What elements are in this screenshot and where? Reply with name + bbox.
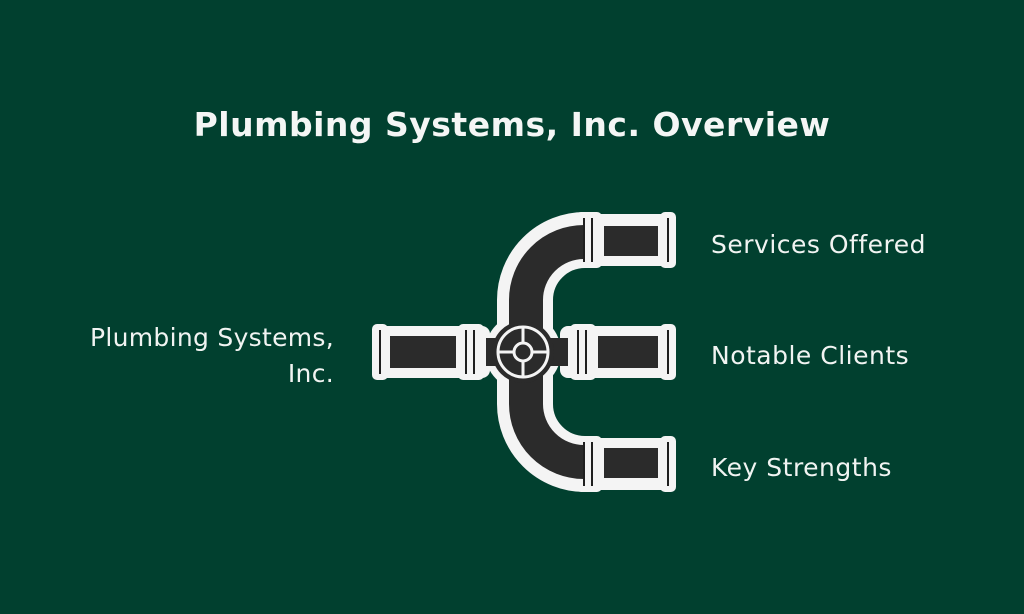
pipe-couplings — [379, 218, 669, 486]
root-label-line-1: Plumbing Systems, — [90, 323, 334, 352]
branch-label-key-strengths: Key Strengths — [711, 453, 892, 482]
branch-label-services-offered: Services Offered — [711, 230, 927, 259]
branch-label-notable-clients: Notable Clients — [711, 341, 910, 370]
root-label-line-2: Inc. — [287, 359, 334, 388]
pipe-elbows — [509, 225, 585, 479]
diagram-title: Plumbing Systems, Inc. Overview — [193, 105, 831, 144]
valve-wheel-icon — [492, 321, 554, 383]
root-node-label: Plumbing Systems, Inc. — [14, 320, 334, 392]
